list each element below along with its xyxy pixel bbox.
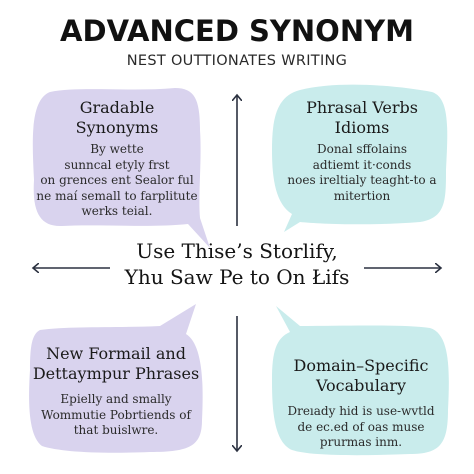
bubble-2-body-line-4: mitertion	[333, 188, 391, 203]
bubble-3-heading: New Formail and Dettaympur Phrases	[30, 344, 202, 384]
bubble-1-heading: Gradable Synonyms	[34, 98, 200, 138]
bubble-1-text: Gradable Synonyms By wette sunncal etyly…	[34, 98, 200, 220]
bubble-4-body: Dreıady hid is use-wvtld de ec.ed of oas…	[274, 404, 448, 451]
bubble-2-text: Phrasal Verbs Idioms Donal sffolains adt…	[278, 98, 446, 204]
bubble-3-body-line-3: that buislwre.	[73, 423, 159, 437]
bubble-1-heading-line-1: Gradable	[79, 98, 155, 117]
bubble-4-heading: Domain–Specific Vocabulary	[274, 356, 448, 396]
bubble-3-heading-line-1: New Formail and	[46, 344, 186, 363]
bubble-4-heading-line-2: Vocabulary	[315, 376, 407, 395]
page-title: ADVANCED SYNONYM	[60, 14, 414, 48]
bubble-1-heading-line-2: Synonyms	[75, 118, 159, 137]
bubble-3-body-line-2: Wommutie Pobrtiends of	[41, 407, 191, 422]
bubble-3-body-line-1: Epielly and smally	[60, 392, 172, 406]
bubble-new-formal-phrases	[29, 304, 203, 453]
bubble-2-heading: Phrasal Verbs Idioms	[278, 98, 446, 138]
bubble-4-body-line-2: de ec.ed of oas muse	[297, 419, 425, 434]
bubble-2-body-line-1: Donal sffolains	[316, 142, 407, 156]
bubble-1-body-line-3: on grences ent Sealor ful	[40, 173, 194, 187]
bubble-2-body-line-3: noes ireltialy teaght-to a	[287, 173, 437, 187]
bubble-2-heading-line-2: Idioms	[334, 118, 390, 137]
bubble-4-body-line-1: Dreıady hid is use-wvtld	[287, 404, 435, 418]
bubble-3-heading-line-2: Dettaympur Phrases	[32, 364, 200, 383]
bubble-1-body-line-2: sunncal etyly frst	[64, 157, 170, 172]
center-caption-line-1: Use Thise’s Storlify,	[136, 239, 338, 263]
bubble-4-body-line-3: prurmas inm.	[319, 435, 403, 449]
center-caption: Use Thise’s Storlify, Yhu Saw Pe to On Ł…	[90, 238, 384, 290]
bubble-3-text: New Formail and Dettaympur Phrases Epiel…	[30, 344, 202, 439]
bubble-2-body-line-2: adtiemt it·conds	[312, 157, 412, 172]
page-subtitle: NEST OUTTIONATES WRITING	[126, 53, 348, 69]
bubble-phrasal-verbs	[272, 84, 448, 233]
bubble-1-body-line-1: By wette	[90, 142, 144, 156]
bubble-4-text: Domain–Specific Vocabulary Dreıady hid i…	[274, 356, 448, 451]
bubble-1-body: By wette sunncal etyly frst on grences e…	[34, 142, 200, 220]
bubble-3-body: Epielly and smally Wommutie Pobrtiends o…	[30, 392, 202, 439]
bubble-1-body-line-5: werks teial.	[81, 204, 153, 218]
bubble-4-heading-line-1: Domain–Specific	[293, 356, 429, 375]
bubble-domain-specific	[272, 306, 449, 456]
bubble-2-body: Donal sffolains adtiemt it·conds noes ir…	[278, 142, 446, 204]
bubble-gradable-synonyms	[32, 88, 211, 248]
bubble-2-heading-line-1: Phrasal Verbs	[306, 98, 418, 117]
center-caption-line-2: Yhu Saw Pe to On Łifs	[124, 265, 350, 289]
bubble-1-body-line-4: ne maí semall to farplitute	[36, 188, 198, 203]
